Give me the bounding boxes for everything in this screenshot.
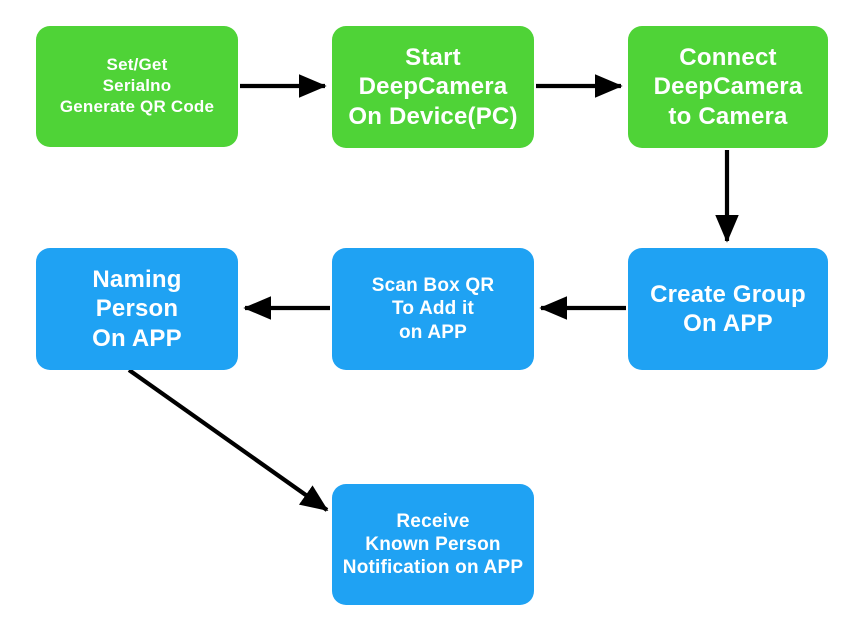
node-label: Scan Box QR To Add it on APP: [371, 275, 495, 343]
node-label: Create Group On APP: [650, 280, 806, 337]
node-label: Start DeepCamera On Device(PC): [348, 44, 518, 130]
node-label: Naming Person On APP: [92, 266, 182, 352]
node-label: Set/Get Serialno Generate QR Code: [59, 55, 215, 116]
edge-naming-to-receive: [127, 368, 329, 512]
node-connect-deepcamera-to-camera[interactable]: Connect DeepCamera to Camera: [628, 26, 828, 148]
node-naming-person-on-app[interactable]: Naming Person On APP: [36, 248, 238, 370]
node-scan-box-qr-to-add-it-on-app[interactable]: Scan Box QR To Add it on APP: [332, 248, 534, 370]
node-create-group-on-app[interactable]: Create Group On APP: [628, 248, 828, 370]
node-label: Connect DeepCamera to Camera: [653, 44, 803, 130]
node-setget-serialno-generate-qr-code[interactable]: Set/Get Serialno Generate QR Code: [36, 26, 238, 147]
node-receive-known-person-notification-on-app[interactable]: Receive Known Person Notification on APP: [332, 484, 534, 605]
node-start-deepcamera-on-device-pc[interactable]: Start DeepCamera On Device(PC): [332, 26, 534, 148]
node-label: Receive Known Person Notification on APP: [342, 510, 524, 579]
